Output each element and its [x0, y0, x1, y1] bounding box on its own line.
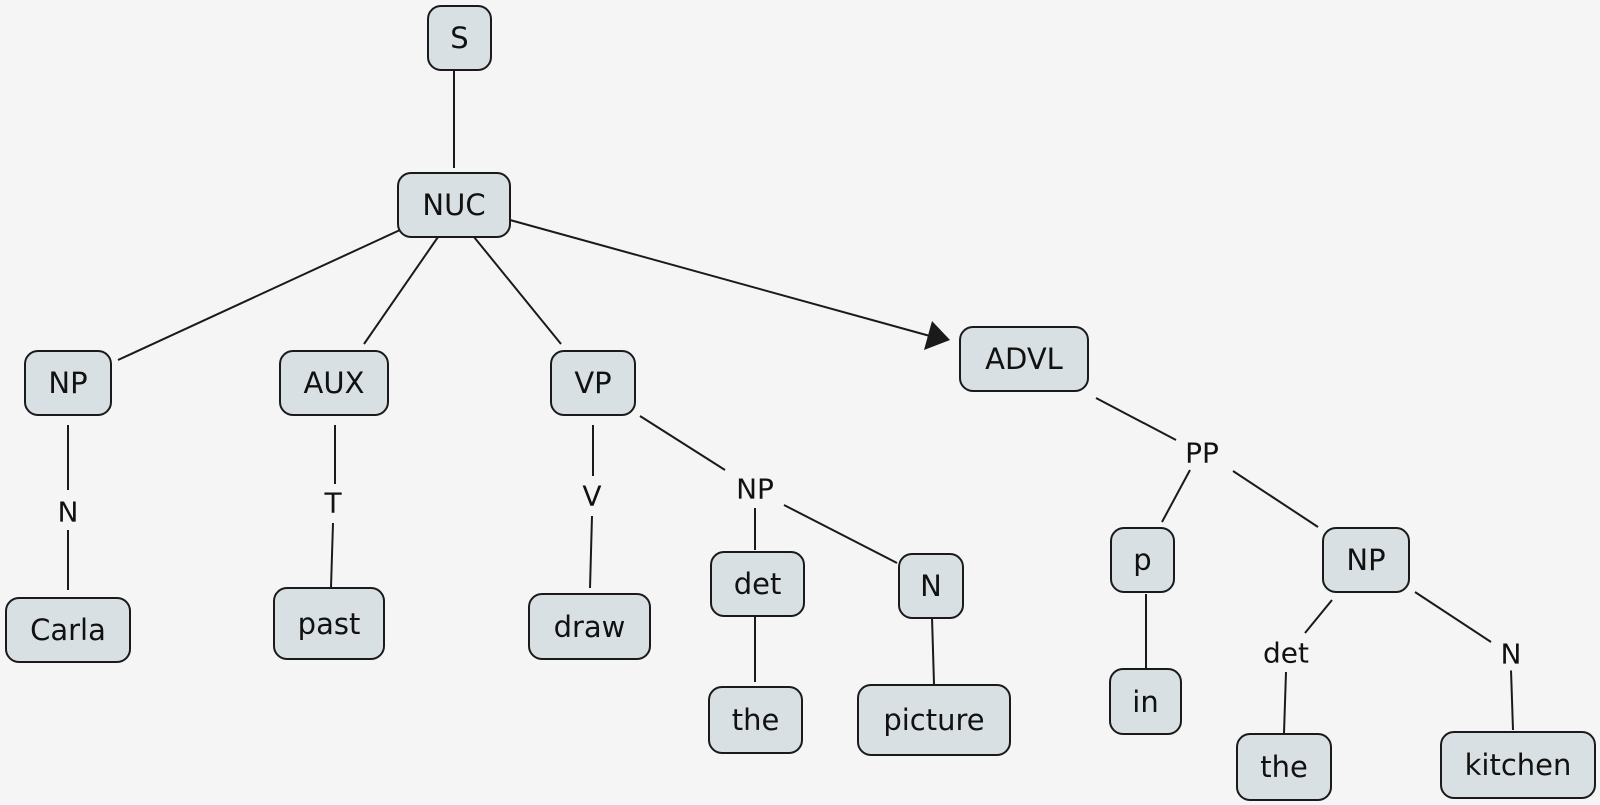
node-draw: draw: [528, 593, 651, 660]
edge-pp-p: [1161, 469, 1191, 523]
node-the-pp: the: [1236, 733, 1332, 801]
node-det-vp: det: [710, 551, 805, 617]
arrowhead-icon: [924, 321, 950, 350]
label-np-object: NP: [734, 472, 776, 506]
node-advl: ADVL: [959, 326, 1089, 392]
edge-vp-np: [639, 415, 726, 471]
edge-nuc-advl: [509, 219, 931, 337]
edge-v-draw: [589, 515, 593, 589]
node-np-subject: NP: [24, 350, 112, 416]
node-picture: picture: [857, 684, 1011, 756]
edge-det-the2: [1283, 671, 1287, 734]
node-np-pp: NP: [1322, 527, 1410, 593]
edge-nuc-vp: [473, 236, 562, 345]
label-v-draw: V: [580, 479, 604, 513]
edge-nuc-aux: [363, 236, 439, 345]
edge-np-det2: [1304, 599, 1333, 634]
node-n-vp: N: [898, 553, 964, 619]
label-t-past: T: [322, 486, 344, 520]
node-nuc: NUC: [397, 172, 511, 238]
edge-n-kitchen: [1510, 669, 1514, 731]
node-vp: VP: [550, 350, 636, 416]
label-det-pp: det: [1261, 636, 1311, 670]
node-p: p: [1110, 527, 1175, 593]
edge-np-n2: [783, 504, 898, 564]
node-the-vp: the: [708, 686, 803, 754]
node-kitchen: kitchen: [1440, 731, 1596, 799]
edge-t-past: [330, 522, 334, 588]
edge-n-picture: [931, 616, 935, 685]
node-aux: AUX: [279, 350, 389, 416]
edge-pp-np: [1232, 470, 1319, 528]
label-pp: PP: [1183, 436, 1221, 470]
label-n-kitchen: N: [1498, 637, 1524, 671]
node-in: in: [1109, 668, 1182, 735]
node-s: S: [427, 5, 492, 71]
label-n-carla: N: [55, 495, 81, 529]
edge-advl-pp: [1095, 397, 1177, 441]
edge-np-n3: [1414, 591, 1492, 643]
node-carla: Carla: [5, 597, 131, 663]
node-past: past: [273, 587, 385, 660]
edge-nuc-np: [117, 229, 401, 361]
